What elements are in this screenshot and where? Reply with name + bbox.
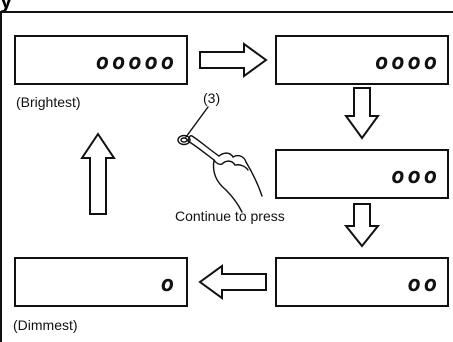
press-reference-label: (3) <box>203 90 221 106</box>
title-fragment: y <box>0 0 13 13</box>
arrow-left-icon <box>198 264 267 300</box>
arrow-down-icon <box>343 203 381 248</box>
dimmest-label: (Dimmest) <box>13 317 78 333</box>
display-four-digits: oooo <box>275 35 449 85</box>
svg-text:oo: oo <box>408 272 441 297</box>
svg-text:o: o <box>161 272 177 297</box>
svg-text:oooo: oooo <box>375 50 440 75</box>
arrow-up-icon <box>80 132 116 215</box>
pressing-hand-icon <box>177 106 263 213</box>
display-brightest: ooooo <box>14 35 188 85</box>
display-two-digits: oo <box>275 257 449 307</box>
display-dimmest: o <box>14 257 188 307</box>
arrow-right-icon <box>199 42 268 78</box>
svg-text:ooooo: ooooo <box>96 50 177 75</box>
brightest-label: (Brightest) <box>16 94 81 110</box>
display-three-digits: ooo <box>275 149 449 199</box>
continue-to-press-label: Continue to press <box>175 208 285 224</box>
svg-text:ooo: ooo <box>391 164 440 189</box>
arrow-down-icon <box>344 87 380 140</box>
